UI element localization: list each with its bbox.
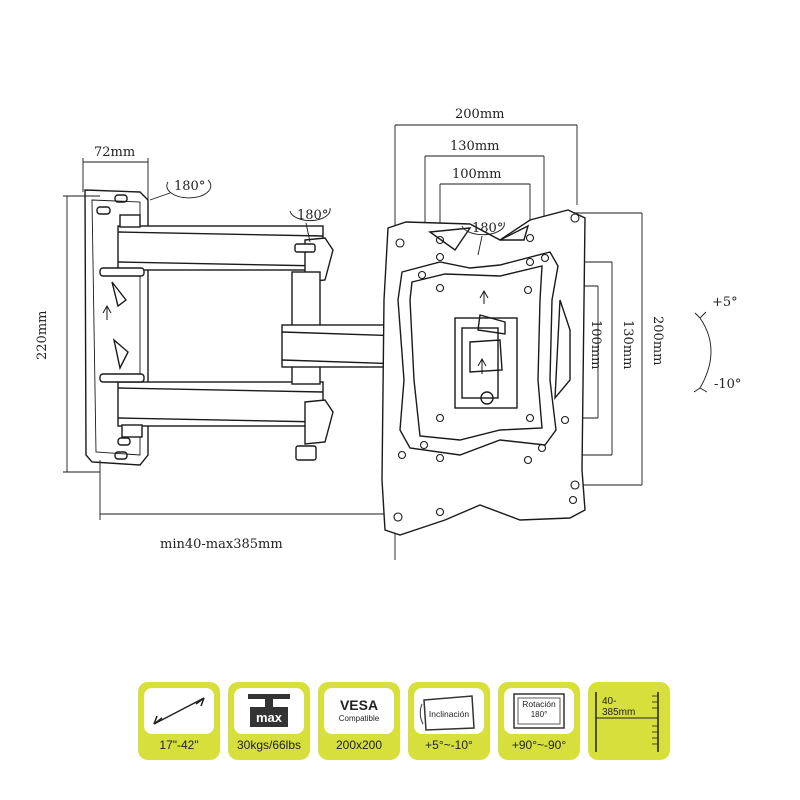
wall-mount-diagram: 72mm 220mm min40-max385mm 200mm 130mm 10… <box>35 107 741 560</box>
vesa-100-vertical-label: 100mm <box>588 320 603 369</box>
extension-label-part1: 40- <box>602 696 616 707</box>
tilt-down-label: -10° <box>714 377 741 392</box>
max-load-caption: 30kgs/66lbs <box>236 738 302 752</box>
vesa-200-label: 200mm <box>455 107 504 122</box>
extension-label-part2: 385mm <box>602 707 635 718</box>
screen-size-caption: 17"-42" <box>159 738 199 752</box>
rotation-tile: Rotación 180° +90°~-90° <box>498 682 580 760</box>
weight-icon: max <box>248 694 290 727</box>
max-load-panel: max <box>234 688 304 734</box>
tilt-panel: Inclinación <box>414 688 484 734</box>
vesa-130-vertical-label: 130mm <box>620 320 635 369</box>
screen-size-panel <box>144 688 214 734</box>
vesa-panel: VESA Compatible <box>324 688 394 734</box>
vesa-tile: VESA Compatible 200x200 <box>318 682 400 760</box>
rotation-label: Rotación <box>522 699 556 709</box>
rotation-screen-icon: Rotación 180° <box>513 693 565 729</box>
rotation-wall-label: 180° <box>174 179 205 194</box>
rotation-plate-label: 180° <box>472 221 503 236</box>
rotation-caption: +90°~-90° <box>511 738 567 752</box>
wall-height-label: 220mm <box>35 311 50 360</box>
vesa-label: VESA <box>340 697 378 713</box>
screen-size-tile: 17"-42" <box>138 682 220 760</box>
tilt-label: Inclinación <box>429 709 469 719</box>
extension-ruler-icon: 40- 385mm <box>595 692 659 752</box>
tilt-tile: Inclinación +5°~-10° <box>408 682 490 760</box>
vesa-130-label: 130mm <box>450 139 499 154</box>
extension-label: min40-max385mm <box>160 537 283 552</box>
rotation-arm-label: 180° <box>297 208 328 223</box>
vesa-100-label: 100mm <box>452 167 501 182</box>
wall-width-label: 72mm <box>94 145 135 160</box>
diagonal-arrow-icon <box>153 697 205 725</box>
max-load-tile: max 30kgs/66lbs <box>228 682 310 760</box>
feature-icons: 17"-42" max 30kgs/66lbs VESA Compatible … <box>138 682 670 760</box>
tilt-up-label: +5° <box>712 295 738 310</box>
tilt-screen-icon: Inclinación <box>419 695 475 731</box>
extension-tile: 40- 385mm 40-385mm <box>588 682 670 760</box>
vesa-caption: 200x200 <box>335 738 383 752</box>
vesa-sublabel: Compatible <box>339 714 380 723</box>
tilt-caption: +5°~-10° <box>425 738 473 752</box>
vesa-logo-icon: VESA Compatible <box>339 697 380 723</box>
max-label: max <box>256 710 283 725</box>
rotation-panel: Rotación 180° <box>504 688 574 734</box>
rotation-sublabel: 180° <box>531 710 548 719</box>
vesa-200-vertical-label: 200mm <box>650 316 665 365</box>
